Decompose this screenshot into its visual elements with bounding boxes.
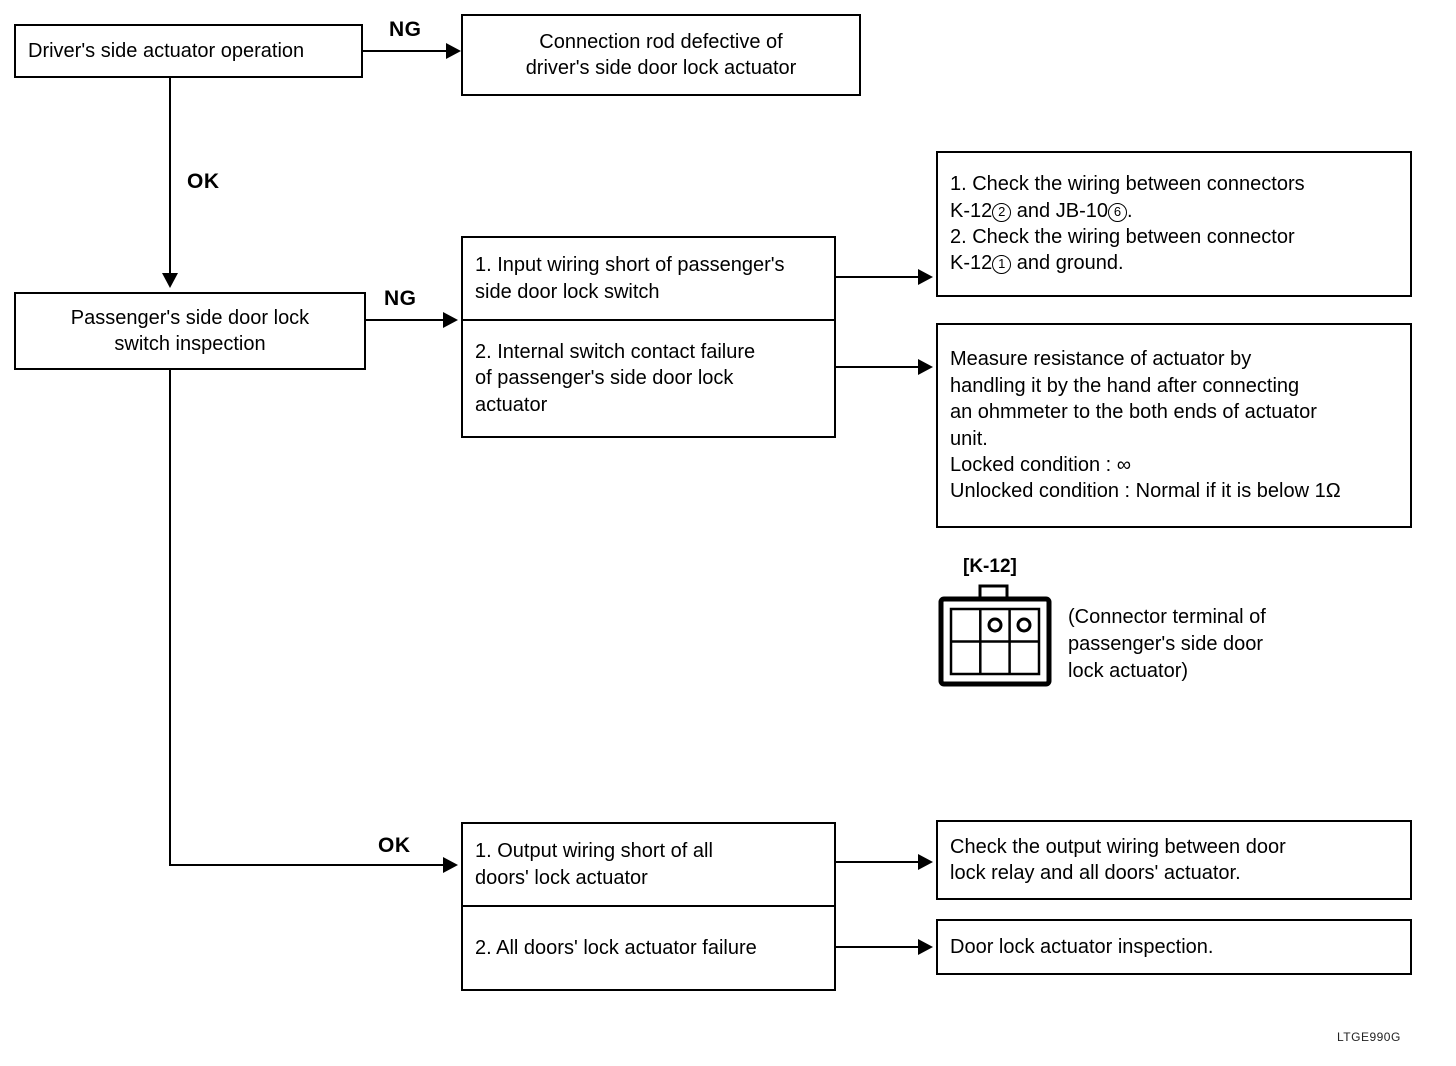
- arrowhead-okcause2-to-inspection: [918, 939, 933, 955]
- node-connection-rod-defective[interactable]: Connection rod defective of driver's sid…: [461, 14, 861, 96]
- node-check-output-wiring[interactable]: Check the output wiring between door loc…: [936, 820, 1412, 900]
- connector-caption: (Connector terminal of passenger's side …: [1068, 606, 1266, 682]
- connector-illustration-k12: [933, 583, 1063, 693]
- ok-cause-2-label: 2. All doors' lock actuator failure: [475, 936, 757, 959]
- edge-label-ok-bottom: OK: [378, 834, 411, 857]
- edge-okcause2-to-inspection: [836, 946, 921, 948]
- node-door-lock-actuator-inspection[interactable]: Door lock actuator inspection.: [936, 919, 1412, 975]
- node-label: Passenger's side door lock switch inspec…: [70, 306, 310, 355]
- node-check-wiring-connectors[interactable]: 1. Check the wiring between connectors K…: [936, 151, 1412, 297]
- connector-svg: [938, 584, 1052, 687]
- edge-driver-to-rod: [363, 50, 450, 52]
- arrowhead-okcause1-to-checkoutput: [918, 854, 933, 870]
- edge-ngcause1-to-checkwiring: [836, 276, 921, 278]
- ng-cause-cell-1[interactable]: 1. Input wiring short of passenger's sid…: [463, 238, 834, 319]
- node-measure-resistance[interactable]: Measure resistance of actuator by handli…: [936, 323, 1412, 528]
- check-wiring-period: .: [1126, 199, 1133, 222]
- node-ng-causes[interactable]: 1. Input wiring short of passenger's sid…: [461, 236, 836, 438]
- arrowhead-ngcause1-to-checkwiring: [918, 269, 933, 285]
- circled-number-6: 6: [1107, 202, 1127, 222]
- edge-passenger-ng: [366, 319, 451, 321]
- measure-resistance-label: Measure resistance of actuator by handli…: [950, 348, 1341, 503]
- check-wiring-line-1: 1. Check the wiring between connectors: [950, 173, 1305, 196]
- arrowhead-driver-to-passenger: [162, 273, 178, 288]
- edge-passenger-ok-vertical: [169, 370, 171, 866]
- edge-passenger-ok-horizontal: [169, 864, 451, 866]
- check-wiring-body: 1. Check the wiring between connectors K…: [938, 167, 1410, 281]
- edge-okcause1-to-checkoutput: [836, 861, 921, 863]
- circled-number-1: 1: [992, 255, 1012, 275]
- check-wiring-k12-prefix: K-12: [950, 199, 993, 222]
- check-ground-suffix: and ground.: [1011, 252, 1124, 275]
- ok-cause-cell-2[interactable]: 2. All doors' lock actuator failure: [463, 905, 834, 989]
- circled-number-2: 2: [992, 202, 1012, 222]
- ng-cause-2-label: 2. Internal switch contact failure of pa…: [475, 341, 756, 416]
- check-wiring-jb10-prefix: and JB-10: [1011, 199, 1108, 222]
- check-ground-k12-prefix: K-12: [950, 252, 993, 275]
- ok-cause-cell-1[interactable]: 1. Output wiring short of all doors' loc…: [463, 824, 834, 905]
- edge-label-ng-top: NG: [389, 18, 422, 41]
- node-ok-causes[interactable]: 1. Output wiring short of all doors' loc…: [461, 822, 836, 991]
- node-label: Driver's side actuator operation: [28, 39, 305, 62]
- ng-cause-1-label: 1. Input wiring short of passenger's sid…: [475, 254, 785, 303]
- door-lock-actuator-inspection-label: Door lock actuator inspection.: [950, 935, 1214, 958]
- node-passenger-switch-inspection[interactable]: Passenger's side door lock switch inspec…: [14, 292, 366, 370]
- node-label: Connection rod defective of driver's sid…: [525, 30, 797, 79]
- edge-label-ok-left: OK: [187, 170, 220, 193]
- node-driver-actuator-operation[interactable]: Driver's side actuator operation: [14, 24, 363, 78]
- ng-cause-cell-2[interactable]: 2. Internal switch contact failure of pa…: [463, 319, 834, 436]
- arrowhead-passenger-ok: [443, 857, 458, 873]
- arrowhead-passenger-ng: [443, 312, 458, 328]
- arrowhead-driver-to-rod: [446, 43, 461, 59]
- figure-code: LTGE990G: [1337, 1030, 1401, 1044]
- ok-cause-1-label: 1. Output wiring short of all doors' loc…: [475, 840, 713, 889]
- check-output-wiring-label: Check the output wiring between door loc…: [950, 835, 1286, 884]
- edge-label-ng-middle: NG: [384, 287, 417, 310]
- edge-ngcause2-to-measure: [836, 366, 921, 368]
- check-ground-line-1: 2. Check the wiring between connector: [950, 226, 1295, 248]
- connector-label-k12: [K-12]: [963, 556, 1017, 577]
- arrowhead-ngcause2-to-measure: [918, 359, 933, 375]
- edge-driver-to-passenger: [169, 78, 171, 278]
